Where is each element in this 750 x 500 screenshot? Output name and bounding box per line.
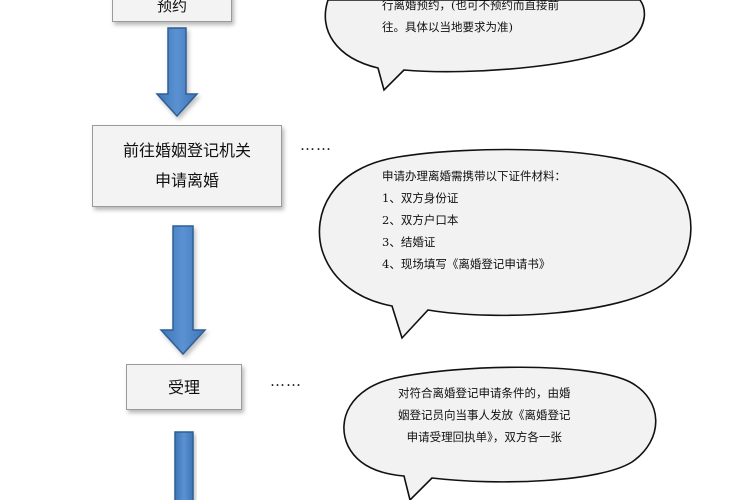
- bubble-top-line2: 往。具体以当地要求为准): [382, 20, 513, 34]
- bubble-middle-item4: 4、现场填写《离婚登记申请书》: [382, 257, 551, 271]
- register-step-line1: 前往婚姻登记机关: [122, 141, 251, 160]
- bubble-middle-item1: 1、双方身份证: [382, 191, 459, 205]
- bubble-middle-item2: 2、双方户口本: [382, 213, 459, 227]
- register-step-line2: 申请离婚: [154, 171, 219, 190]
- dotted-connector-1: ……: [300, 136, 332, 154]
- speech-bubble-top: [324, 0, 646, 92]
- bubble-middle-item3: 3、结婚证: [382, 235, 436, 249]
- bubble-bottom-text: 对符合离婚登记申请条件的，由婚 姻登记员向当事人发放《离婚登记 申请受理回执单》…: [398, 382, 571, 448]
- appointment-step-box: 预约: [112, 0, 232, 22]
- down-arrow-3: [174, 431, 194, 500]
- bubble-bottom-line1: 对符合离婚登记申请条件的，由婚: [398, 386, 571, 400]
- down-arrow-1: [155, 27, 199, 118]
- accept-step-label: 受理: [167, 378, 200, 397]
- bubble-top-text: 行离婚预约，(也可不预约而直接前 往。具体以当地要求为准): [382, 0, 559, 38]
- appointment-step-label: 预约: [156, 0, 187, 15]
- register-office-step-box: 前往婚姻登记机关 申请离婚: [92, 125, 282, 207]
- bubble-middle-heading: 申请办理离婚需携带以下证件材料：: [382, 169, 566, 183]
- speech-bubble-middle: [318, 148, 692, 340]
- accept-step-box: 受理: [126, 364, 242, 410]
- bubble-middle-text: 申请办理离婚需携带以下证件材料： 1、双方身份证 2、双方户口本 3、结婚证 4…: [382, 165, 566, 275]
- bubble-bottom-line3: 申请受理回执单》，双方各一张: [406, 430, 562, 444]
- speech-bubble-bottom: [343, 366, 657, 500]
- bubble-top-line1: 行离婚预约，(也可不预约而直接前: [382, 0, 559, 12]
- dotted-connector-2: ……: [270, 372, 302, 390]
- down-arrow-2: [159, 225, 207, 356]
- bubble-bottom-line2: 姻登记员向当事人发放《离婚登记: [398, 408, 571, 422]
